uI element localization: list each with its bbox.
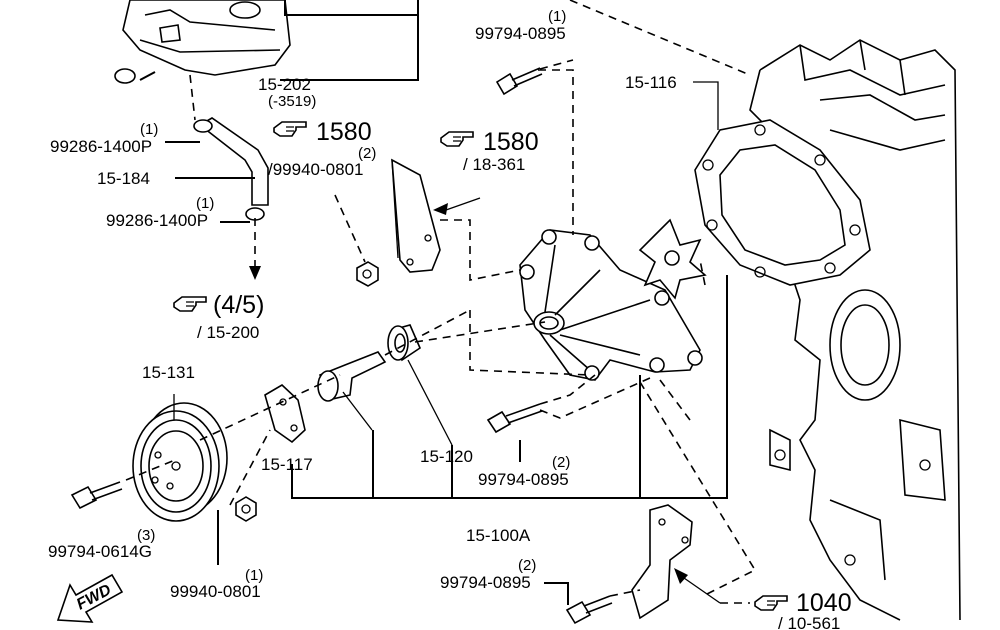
ref-1580b: 1580: [483, 128, 539, 156]
water-pump: [519, 229, 703, 381]
pointing-hand-icon: [173, 296, 207, 312]
bolt-pulley-part-number: 99794-0614G: [48, 542, 152, 561]
ref-4-5: (4/5): [213, 291, 264, 319]
bolt-bottom-part-number: 99794-0895: [440, 573, 531, 592]
bolt-mid: [486, 403, 543, 434]
gasket: [694, 119, 871, 286]
bolt-top: [495, 67, 543, 96]
nut-qty: (2): [358, 145, 376, 162]
ref-4-5-sub: / 15-200: [197, 323, 259, 342]
clamp2-qty: (1): [196, 195, 214, 212]
nut2-qty: (1): [245, 567, 263, 584]
nut-top: [356, 261, 379, 287]
bolt-pulley-qty: (3): [137, 527, 155, 544]
pulley-plate: [264, 384, 306, 444]
leader-lines: [139, 0, 728, 605]
impeller: [638, 218, 707, 300]
coolant-reservoir: [114, 0, 291, 84]
coolant-hose: [193, 117, 269, 221]
hose-part-number: 15-184: [97, 169, 150, 188]
nut2-part-number: 99940-0801: [170, 582, 261, 601]
pointing-hand-icon: [273, 121, 307, 137]
pointing-hand-icon: [754, 595, 788, 611]
bolt-top-part-number: 99794-0895: [475, 24, 566, 43]
bracket-top: [391, 158, 441, 273]
bolt-mid-part-number: 99794-0895: [478, 470, 569, 489]
clamp1-qty: (1): [140, 121, 158, 138]
plate-part-number: 15-117: [261, 455, 313, 474]
nut-part-number: /99940-0801: [268, 160, 363, 179]
nut-pulley: [235, 496, 257, 522]
spacer-shaft: [317, 324, 422, 402]
dashed-guides: [125, 0, 757, 597]
ref-1040-sub: / 10-561: [778, 614, 840, 630]
reservoir-range: (-3519): [268, 93, 316, 110]
water-pump-pulley: [132, 402, 228, 522]
bolt-pulley: [70, 481, 123, 510]
clamp1-part-number: 99286-1400P: [50, 137, 152, 156]
spacer-part-number: 15-120: [420, 447, 473, 466]
gasket-part-number: 15-116: [625, 73, 677, 92]
bolt-mid-qty: (2): [552, 454, 570, 471]
reservoir-part-number: 15-202: [258, 75, 311, 94]
pulley-part-number: 15-131: [142, 363, 195, 382]
bracket-bottom: [631, 504, 693, 620]
engine-block: [749, 39, 961, 621]
ref-1580a: 1580: [316, 118, 372, 146]
labels: 15-202 (-3519) (1) 99794-0895 15-116 (1)…: [48, 8, 852, 630]
bolt-top-qty: (1): [548, 8, 566, 25]
assembly-part-number: 15-100A: [466, 526, 531, 545]
arrows: [249, 197, 750, 604]
clamp2-part-number: 99286-1400P: [106, 211, 208, 230]
pointing-hand-icon: [440, 131, 474, 147]
fwd-arrow-icon: FWD: [56, 573, 124, 623]
ref-1040: 1040: [796, 589, 852, 617]
bolt-bottom: [565, 595, 613, 625]
ref-1580b-sub: / 18-361: [463, 155, 525, 174]
bolt-bottom-qty: (2): [518, 557, 536, 574]
